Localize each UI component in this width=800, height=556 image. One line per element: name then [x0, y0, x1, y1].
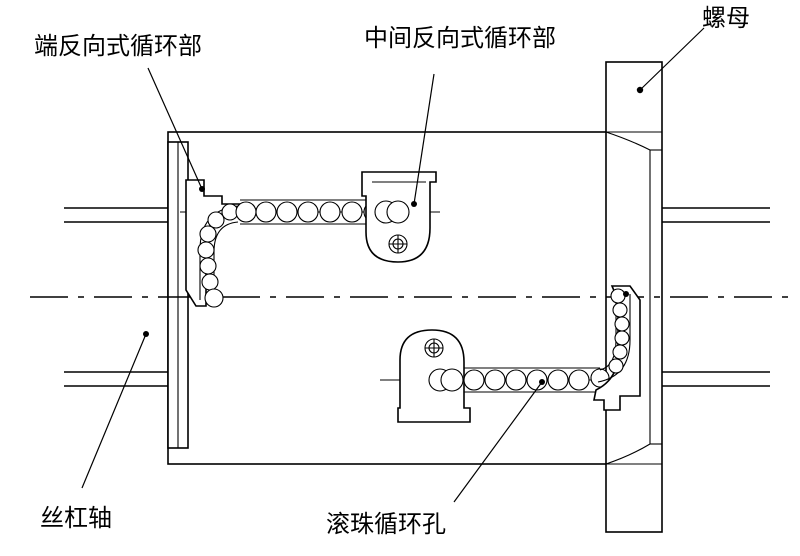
label-nut: 螺母	[702, 4, 750, 32]
label-middle-return: 中间反向式循环部	[364, 24, 556, 52]
label-screw-shaft: 丝杠轴	[40, 504, 112, 532]
middle-return-lower	[397, 329, 471, 423]
end-plate-left	[167, 141, 189, 449]
middle-return-upper	[361, 171, 437, 263]
leader-lines	[81, 27, 705, 503]
screw-shaft	[64, 207, 770, 387]
label-ball-return-hole: 滚珠循环孔	[326, 510, 446, 538]
label-end-return: 端反向式循环部	[34, 32, 202, 60]
end-return-balls	[197, 203, 239, 308]
right-return-deflector	[593, 285, 641, 411]
